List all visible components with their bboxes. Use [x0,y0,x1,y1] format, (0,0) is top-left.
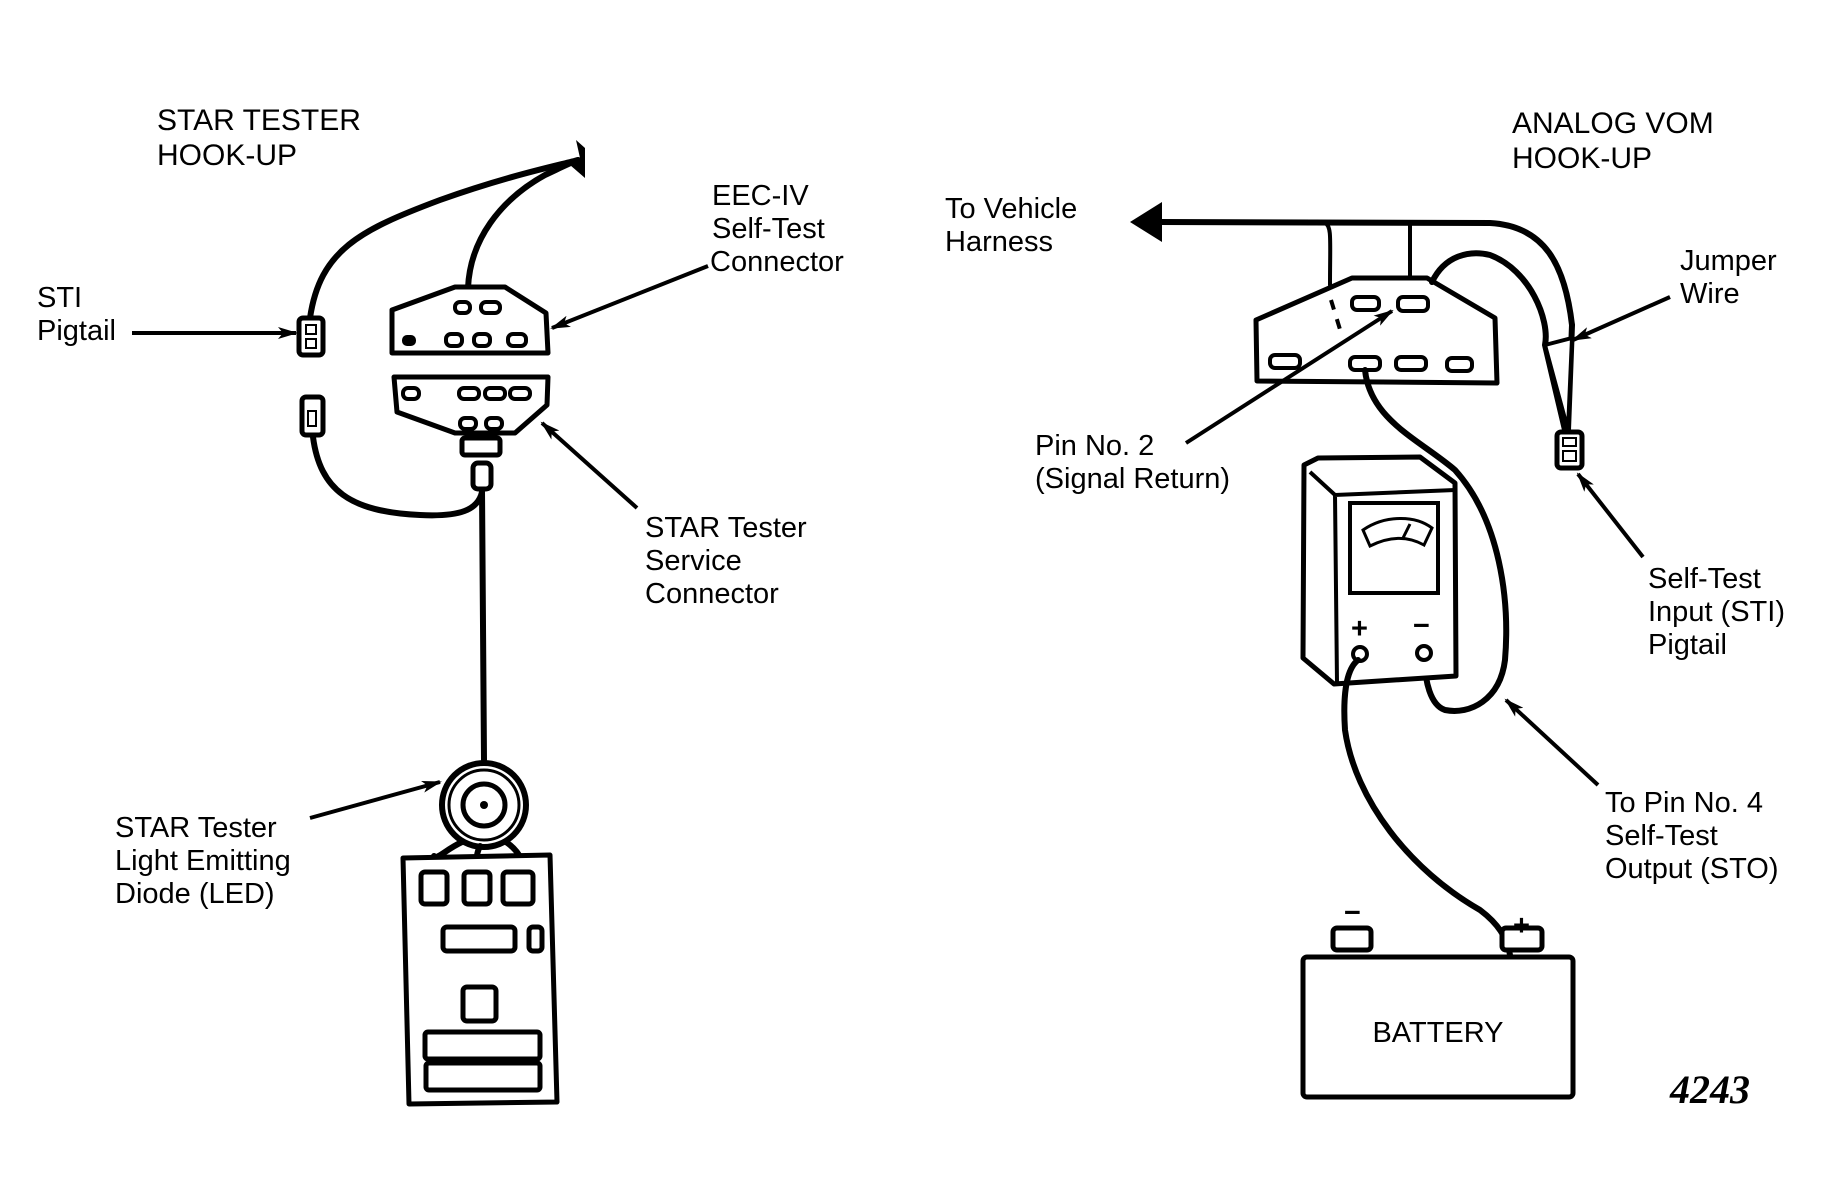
sti-pigtail-connector [296,315,326,358]
battery-plus-sign: + [1513,910,1530,942]
service-connector-label-2: Service [645,545,742,577]
pin4-label-2: Self-Test [1605,820,1718,852]
right-title-line-1: ANALOG VOM [1512,107,1714,140]
eec-connector-label-2: Self-Test [712,213,825,245]
eec-connector-label-3: Connector [710,246,844,278]
eec-connector-label-1: EEC-IV [712,180,809,212]
led-label-1: STAR Tester [115,812,277,844]
battery-label: BATTERY [1372,1017,1503,1049]
pin2-leader [1184,309,1394,445]
left-title-line-2: HOOK-UP [157,139,297,172]
star-tester-unit [400,852,560,1107]
led-indicator [439,760,529,850]
sti-input-label-3: Pigtail [1648,629,1727,661]
tester-main-cable [479,487,487,763]
tester-sti-wire [310,434,485,519]
eec-iv-self-test-connector [389,284,551,356]
sti-input-label-2: Input (STI) [1648,596,1785,628]
led-leader [309,780,442,820]
sti-input-label-1: Self-Test [1648,563,1761,595]
meter-minus-sign: − [1413,610,1430,642]
pin4-label-1: To Pin No. 4 [1605,787,1763,819]
sto-lead [1362,367,1510,714]
meter-plus-sign: + [1351,613,1368,645]
service-connector-label-3: Connector [645,578,779,610]
harness-wire-end [570,140,585,178]
tester-sti-pigtail [299,394,326,438]
vehicle-harness-label-2: Harness [945,226,1053,258]
jumper-wire-label-2: Wire [1680,278,1740,310]
jumper-join [1542,335,1575,431]
meter-scale [1361,517,1434,549]
sti-input-pigtail [1554,429,1585,471]
pin4-label-3: Output (STO) [1605,853,1779,885]
left-title-line-1: STAR TESTER [157,104,361,137]
analog-vom-meter: + − [1300,454,1459,687]
analog-vom-panel: ANALOG VOM HOOK-UP [945,107,1785,1112]
service-connector-label-1: STAR Tester [645,512,807,544]
sti-input-leader [1576,472,1645,559]
star-tester-service-connector [391,374,551,492]
harness-drop-1 [1323,221,1333,287]
jumper-wire-leader [1571,295,1671,342]
pin2-label-1: Pin No. 2 [1035,430,1154,462]
vehicle-harness-wire [1157,219,1575,328]
battery: − + BATTERY [1300,897,1576,1100]
battery-minus-sign: − [1344,897,1361,929]
vehicle-harness-label-1: To Vehicle [945,193,1077,225]
sti-pigtail-label-2: Pigtail [37,315,116,347]
service-connector-leader [540,421,639,510]
vehicle-harness-arrow [1130,202,1162,242]
right-title-line-2: HOOK-UP [1512,142,1652,175]
jumper-wire [1429,250,1568,433]
sti-pigtail-label-1: STI [37,282,82,314]
eec-connector-leader [550,264,709,330]
eec-iv-connector-vom [1253,275,1500,386]
pin4-leader [1504,698,1600,787]
jumper-wire-label-1: Jumper [1680,245,1777,277]
led-label-3: Diode (LED) [115,878,275,910]
meter-minus-jack [1415,644,1433,662]
led-label-2: Light Emitting [115,845,291,877]
harness-wire-to-eec [465,157,581,291]
figure-number: 4243 [1669,1067,1750,1112]
harness-wire-to-sti [307,157,581,321]
battery-positive-lead [1341,657,1513,958]
meter-needle [1401,523,1412,539]
star-tester-panel: STAR TESTER HOOK-UP [37,104,844,1107]
pin2-label-2: (Signal Return) [1035,463,1230,495]
